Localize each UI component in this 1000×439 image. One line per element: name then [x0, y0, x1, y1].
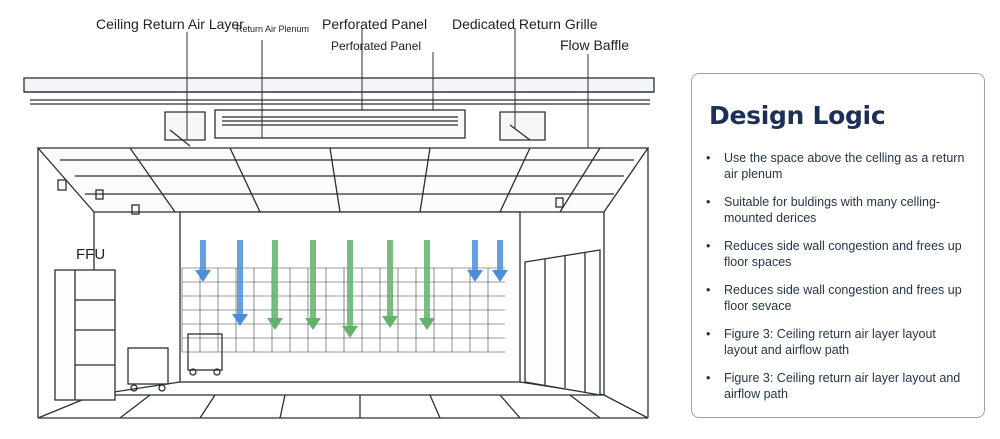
airflow-arrow [382, 240, 398, 328]
list-item: Use the space above the celling as a ret… [706, 150, 968, 182]
list-item: Reduces side wall congestion and frees u… [706, 238, 968, 270]
airflow-arrow [467, 240, 483, 282]
panel-title: Design Logic [709, 101, 886, 130]
airflow-arrow [342, 240, 358, 338]
list-item: Suitable for buldings with many celling-… [706, 194, 968, 226]
airflow-arrow [419, 240, 435, 330]
callout-flow-baffle: Flow Baffle [560, 37, 629, 53]
airflow-arrow [305, 240, 321, 330]
list-item: Reduces side wall congestion and frees u… [706, 282, 968, 314]
cleanroom-illustration [23, 28, 655, 419]
roof-slab [23, 77, 655, 93]
callout-dedicated-return-grille: Dedicated Return Grille [452, 16, 598, 32]
callout-return-air-plenum: Return Air Plenum [236, 24, 310, 34]
return-grille-box [499, 111, 546, 141]
cart [127, 347, 169, 385]
back-wall-tile-grid [181, 267, 505, 353]
wall-lamp [57, 179, 67, 191]
design-logic-list: Use the space above the celling as a ret… [706, 150, 968, 414]
right-partition [524, 249, 601, 396]
airflow-arrow [267, 240, 283, 330]
ffu-cabinet [54, 269, 116, 401]
airflow-arrow [195, 240, 211, 282]
callout-perforated-panel: Perforated Panel [322, 16, 428, 32]
perforated-panel-box [214, 109, 466, 139]
callout-ceiling-return-air-layer: Ceiling Return Air Layer [96, 16, 244, 32]
callout-perforated-panel-sub: Perforated Panel [331, 39, 422, 53]
left-return-duct [164, 111, 206, 141]
ffu-label: FFU [76, 246, 106, 263]
airflow-arrow [492, 240, 508, 282]
list-item: Figure 3: Ceiling return air layer layou… [706, 326, 968, 358]
design-logic-panel: Design Logic Use the space above the cel… [691, 73, 985, 418]
airflow-arrows [195, 240, 508, 338]
list-item: Figure 3: Ceiling return air layer layou… [706, 370, 968, 402]
airflow-arrow [232, 240, 248, 326]
